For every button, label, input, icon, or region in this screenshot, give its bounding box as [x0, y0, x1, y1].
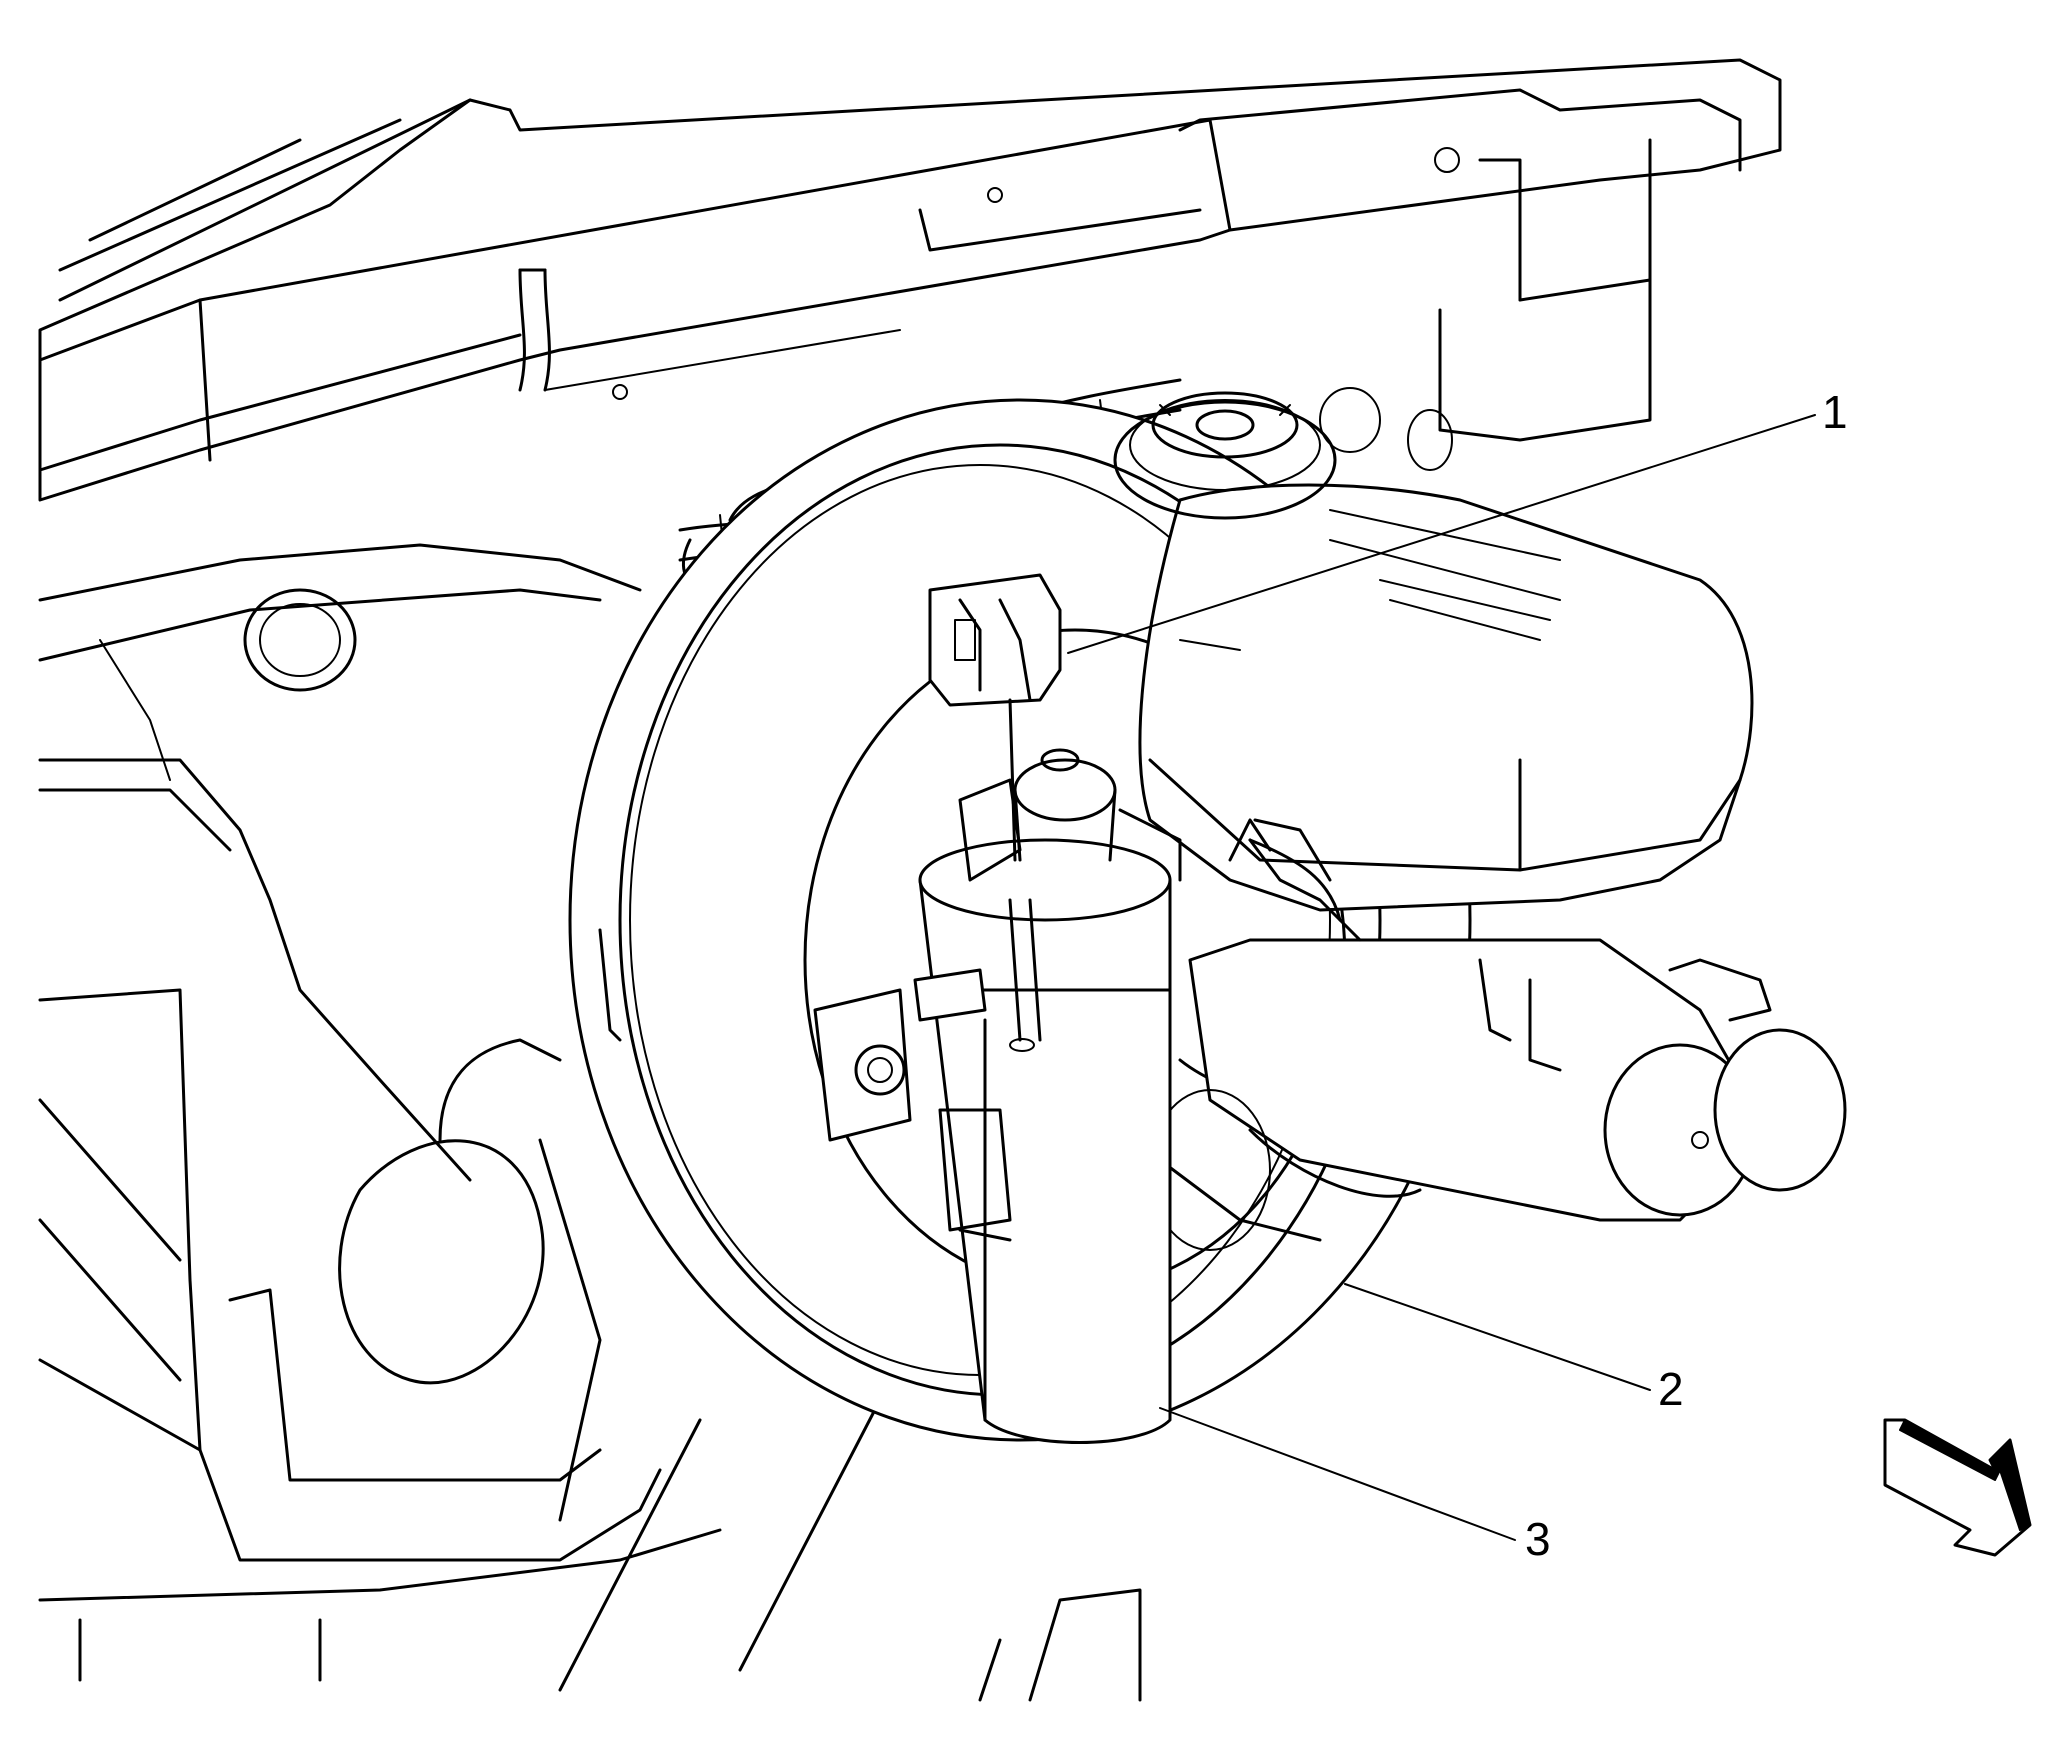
callout-leaders — [1067, 414, 1816, 1541]
callout-3-label: 3 — [1525, 1513, 1551, 1565]
brake-fluid-reservoir — [1113, 391, 1754, 912]
callout-1-leader — [1067, 414, 1816, 654]
sensor-connector — [928, 573, 1062, 862]
front-of-vehicle-arrow-icon — [1883, 1418, 2032, 1557]
callout-3-leader — [1159, 1407, 1516, 1541]
callout-2-leader — [1344, 1283, 1651, 1391]
firewall — [38, 543, 1142, 1702]
brake-line — [1228, 818, 1342, 922]
callout-1-label: 1 — [1822, 386, 1848, 438]
right-side-panel — [1319, 138, 1652, 471]
vacuum-pump — [813, 748, 1182, 1444]
callout-2-label: 2 — [1658, 1363, 1684, 1415]
cowl-panel — [38, 58, 1782, 502]
